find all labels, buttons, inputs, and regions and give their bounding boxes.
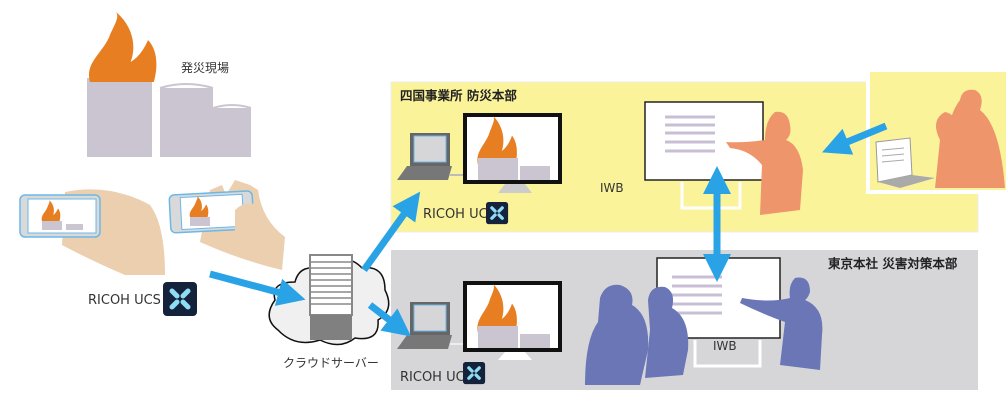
- tokyo-arrow: [367, 302, 412, 337]
- monitor-icon: [463, 113, 562, 193]
- remote-person: [945, 89, 1005, 188]
- audience-person: [585, 284, 649, 385]
- shikoku-title: 四国事業所 防災本部: [400, 88, 517, 103]
- data-flow-arrows: [209, 122, 888, 337]
- app-label: RICOH UCS: [400, 370, 473, 385]
- smartphone-capture: [19, 180, 285, 275]
- disaster-site-label: 発災現場: [181, 61, 229, 75]
- audience-person: [645, 286, 689, 378]
- tokyo-title: 東京本社 災害対策本部: [828, 256, 958, 271]
- tank: [160, 88, 213, 157]
- ricoh-ucs-app-icon: [461, 360, 487, 386]
- ricoh-ucs-app-icon: [163, 282, 197, 316]
- server-icon: [309, 254, 353, 316]
- tank: [213, 108, 251, 157]
- cloud-server-label: クラウドサーバー: [283, 356, 379, 370]
- iwb-label: IWB: [713, 339, 737, 353]
- burning-tank: [87, 78, 152, 157]
- ricoh-ucs-app-icon: [484, 200, 510, 226]
- cloud-server: クラウドサーバー: [268, 254, 390, 370]
- presenter-person: [726, 111, 803, 215]
- flame-icon: [88, 12, 157, 82]
- disaster-site: 発災現場: [87, 12, 252, 157]
- shikoku-arrow: [361, 191, 421, 273]
- iwb-label: IWB: [600, 181, 624, 195]
- laptop-icon: [397, 302, 466, 349]
- remote-arrow: [822, 122, 888, 155]
- laptop-icon: [878, 175, 935, 188]
- presenter-person: [740, 277, 823, 370]
- remote-worker-inset: [866, 70, 1008, 194]
- app-label: RICOH UCS: [88, 293, 161, 308]
- laptop-icon: [397, 133, 466, 180]
- monitor-icon: [463, 281, 562, 360]
- app-label: RICOH UCS: [423, 207, 496, 222]
- tokyo-hq-panel: 東京本社 災害対策本部 RICOH UCS IWB: [391, 250, 978, 390]
- upload-arrow: [209, 270, 306, 306]
